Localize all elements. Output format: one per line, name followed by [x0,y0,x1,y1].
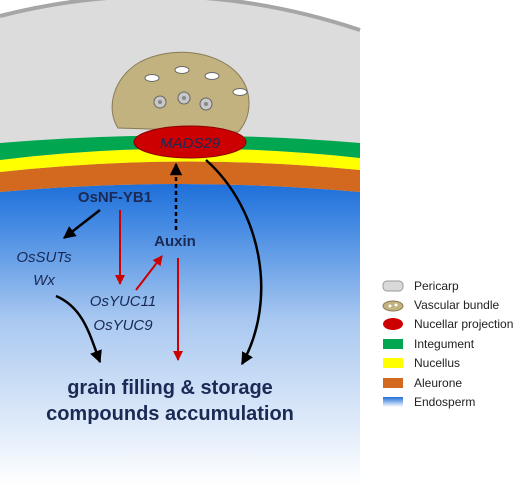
legend-item-vascular-bundle: Vascular bundle [382,295,513,314]
legend-label: Vascular bundle [414,298,500,313]
nucellar-projection [133,125,247,159]
aleurone-swatch [383,377,403,388]
seed-outline [0,0,361,32]
nucellus-swatch [383,358,403,369]
arrow-wx-to-grain-filling [55,294,102,364]
legend: Pericarp Vascular bundle Nucellar projec… [382,276,513,412]
osyuc11-label: OsYUC11 [90,293,156,310]
aleurone-layer [0,161,360,192]
integument-swatch [383,338,403,349]
legend-item-aleurone: Aleurone [382,373,513,392]
legend-label: Aleurone [414,375,463,390]
auxin-label: Auxin [154,233,196,250]
pericarp-swatch [382,280,404,292]
legend-item-integument: Integument [382,334,513,353]
legend-item-endosperm: Endosperm [382,392,513,411]
legend-label: Endosperm [414,395,476,410]
mads29-label: MADS29 [160,135,221,152]
legend-item-nucellar-projection: Nucellar projection [382,315,513,334]
outcome-line-2: compounds accumulation [46,403,294,425]
legend-item-nucellus: Nucellus [382,354,513,373]
ossuts-label: OsSUTs [16,249,72,266]
endosperm-region [0,184,360,486]
nucellus-layer [0,148,360,172]
legend-label: Nucellar projection [414,317,514,332]
arrow-mads29-to-grain-filling [205,159,263,366]
nucellar-projection-swatch [383,318,403,331]
osnf-yb1-label: OsNF-YB1 [78,189,152,206]
vascular-vessels [144,66,248,111]
outcome-line-1: grain filling & storage [67,377,273,399]
legend-label: Integument [414,336,475,351]
arrow-osnfyb1-to-ossuts [63,209,101,239]
legend-item-pericarp: Pericarp [382,276,513,295]
legend-label: Nucellus [414,356,461,371]
legend-label: Pericarp [414,278,459,293]
vascular-bundle-swatch [382,300,404,312]
arrow-osyuc-to-auxin [135,255,163,291]
wx-label: Wx [33,272,55,289]
osyuc9-label: OsYUC9 [93,317,153,334]
endosperm-swatch [383,397,403,408]
